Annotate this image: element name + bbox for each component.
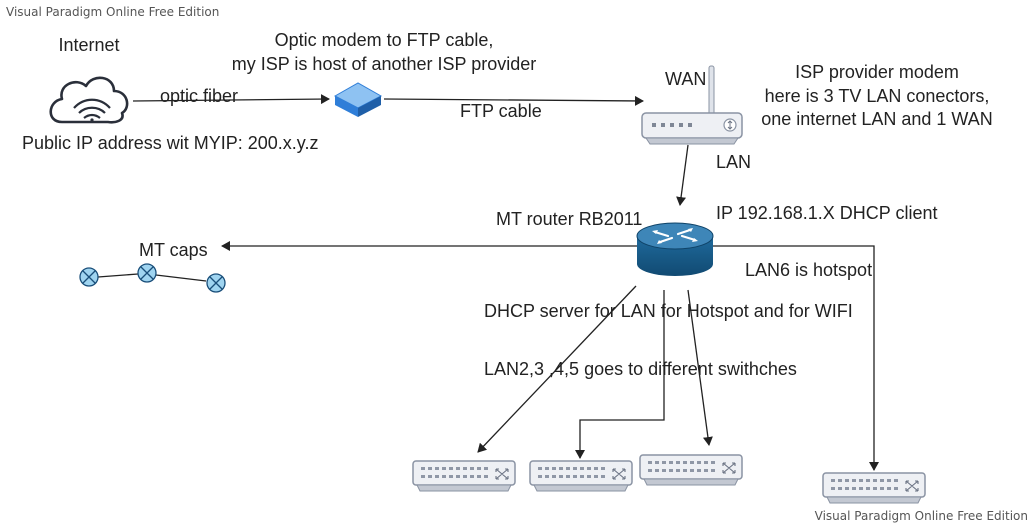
isp-modem-label-line1: ISP provider modem bbox=[795, 62, 959, 82]
edge-router-to-hotspot-switch bbox=[712, 245, 879, 471]
optic-modem-label-line1: Optic modem to FTP cable, bbox=[275, 30, 494, 50]
optic-modem-label-line2: my ISP is host of another ISP provider bbox=[232, 54, 537, 74]
optic-fiber-label: optic fiber bbox=[160, 86, 238, 106]
mt-router-label: MT router RB2011 bbox=[496, 209, 642, 229]
ftp-cable-label: FTP cable bbox=[460, 101, 542, 121]
connectors bbox=[97, 94, 879, 471]
lan-switches-label: LAN2,3 ,4,5 goes to different swithches bbox=[484, 359, 797, 379]
ip-dhcp-client-label: IP 192.168.1.X DHCP client bbox=[716, 203, 937, 223]
wifi-router-icon bbox=[641, 65, 743, 145]
edge-cloud-to-optic-modem bbox=[132, 94, 330, 105]
switch-3 bbox=[639, 454, 743, 486]
edge-optic-modem-to-isp-modem bbox=[383, 95, 644, 106]
optic-modem-icon bbox=[333, 82, 383, 117]
network-switch-icon bbox=[412, 460, 516, 492]
edge-router-to-switch-2 bbox=[575, 290, 665, 459]
access-point-icon bbox=[137, 263, 157, 283]
watermark-top: Visual Paradigm Online Free Edition bbox=[6, 5, 219, 19]
network-switch-icon bbox=[529, 460, 633, 492]
access-point-icon bbox=[79, 267, 99, 287]
edge-cap1-to-cap2 bbox=[97, 273, 139, 278]
network-switch-icon bbox=[822, 472, 926, 504]
access-point-icon bbox=[206, 273, 226, 293]
public-ip-label: Public IP address wit MYIP: 200.x.y.z bbox=[22, 133, 318, 153]
isp-modem-label-line3: one internet LAN and 1 WAN bbox=[761, 109, 992, 129]
switch-1 bbox=[412, 460, 516, 492]
edge-router-to-switch-1 bbox=[477, 285, 637, 453]
isp-modem-label-line2: here is 3 TV LAN conectors, bbox=[765, 86, 990, 106]
edge-isp-modem-to-router bbox=[676, 144, 689, 206]
mt-caps-label: MT caps bbox=[139, 240, 208, 260]
lan6-hotspot-label: LAN6 is hotspot bbox=[745, 260, 872, 280]
wan-label: WAN bbox=[665, 69, 706, 89]
switch-hotspot bbox=[822, 472, 926, 504]
router-icon bbox=[636, 222, 714, 276]
dhcp-server-label: DHCP server for LAN for Hotspot and for … bbox=[484, 301, 853, 321]
switch-2 bbox=[529, 460, 633, 492]
watermark-bottom: Visual Paradigm Online Free Edition bbox=[815, 509, 1028, 523]
mt-caps-group bbox=[79, 263, 226, 293]
internet-label: Internet bbox=[58, 35, 119, 55]
lan-label: LAN bbox=[716, 152, 751, 172]
network-switch-icon bbox=[639, 454, 743, 486]
cloud-wifi-icon bbox=[49, 76, 129, 124]
edge-cap2-to-cap3 bbox=[155, 274, 207, 282]
edge-router-to-switch-3 bbox=[687, 289, 713, 446]
